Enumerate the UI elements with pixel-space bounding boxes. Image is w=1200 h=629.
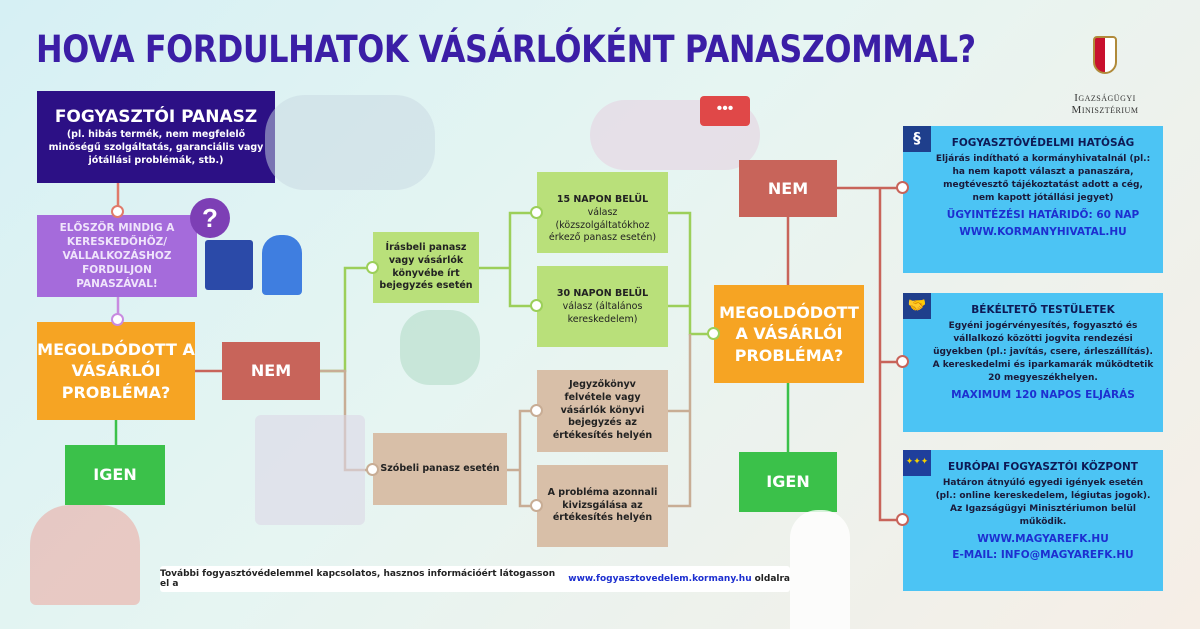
kormanyhivatal-link[interactable]: WWW.KORMANYHIVATAL.HU [959,225,1127,238]
oral-complaint-box: Szóbeli panasz esetén [373,433,507,505]
page-title: HOVA FORDULHATOK VÁSÁRLÓKÉNT PANASZOMMAL… [36,28,976,71]
magyarefk-link[interactable]: WWW.MAGYAREFK.HU [977,533,1109,546]
chat-bubble-icon: ••• [700,96,750,126]
connector-dot [366,463,379,476]
agency-title: FOGYASZTÓVÉDELMI HATÓSÁG [951,137,1135,149]
left-yes-label: IGEN [65,445,165,505]
connector-dot [896,181,909,194]
max-duration-text: MAXIMUM 120 NAPOS ELJÁRÁS [951,389,1135,402]
left-no-label: NEM [222,342,320,400]
shop-counter-illustration [255,415,365,525]
connector-dot [530,206,543,219]
connector-dot [530,499,543,512]
contact-merchant-first-box: ELŐSZÖR MINDIG A KERESKEDŐHÖZ/ VÁLLALKOZ… [37,215,197,297]
agency-title: EURÓPAI FOGYASZTÓI KÖZPONT [948,461,1138,473]
agency-description: Egyéni jogérvényesítés, fogyasztó és vál… [932,321,1154,384]
30-day-response-box: 30 NAPON BELÜL válasz (általános kereske… [537,266,668,347]
consumer-complaint-box: FOGYASZTÓI PANASZ (pl. hibás termék, nem… [37,91,275,183]
agency-card-arbitration: 🤝 BÉKÉLTETŐ TESTÜLETEK Egyéni jogérvénye… [903,293,1163,432]
right-no-label: NEM [739,160,837,217]
connector-dot [530,404,543,417]
right-resolved-question: MEGOLDÓDOTT A VÁSÁRLÓI PROBLÉMA? [714,285,864,383]
agency-title: BÉKÉLTETŐ TESTÜLETEK [971,304,1115,316]
frustrated-person-illustration [400,310,480,385]
connector-dot [896,355,909,368]
happy-person-illustration [30,505,140,605]
thumbs-up-person-illustration [790,510,850,629]
appliances-illustration [265,95,435,190]
record-box: Jegyzőkönyv felvétele vagy vásárlók köny… [537,370,668,452]
footer-text-end: oldalra [754,574,790,584]
person-illustration [262,235,302,295]
handshake-icon: 🤝 [903,293,931,319]
fogyasztovedelem-link[interactable]: www.fogyasztovedelem.kormany.hu [568,574,752,584]
agency-card-consumer-protection: § FOGYASZTÓVÉDELMI HATÓSÁG Eljárás indít… [903,126,1163,273]
connector-dot [896,513,909,526]
days15-bold: 15 NAPON BELÜL [556,194,649,205]
connector-dot [530,299,543,312]
question-mark-icon: ? [190,198,230,238]
15-day-response-box: 15 NAPON BELÜL válasz (közszolgáltatókho… [537,172,668,253]
ministry-logo: Igazságügyi Minisztérium [1040,36,1170,116]
connector-dot [366,261,379,274]
paragraph-icon: § [903,126,931,152]
days30-bold: 30 NAPON BELÜL [556,288,649,299]
days30-rest: válasz (általános kereskedelem) [562,300,643,325]
email-link[interactable]: E-MAIL: INFO@MAGYAREFK.HU [952,548,1134,561]
agency-card-ecc: ✦✦✦ EURÓPAI FOGYASZTÓI KÖZPONT Határon á… [903,450,1163,591]
coat-of-arms-icon [1093,36,1117,74]
connector-dot [111,205,124,218]
footer-info-bar: További fogyasztóvédelemmel kapcsolatos,… [160,566,790,592]
complaint-description: (pl. hibás termék, nem megfelelő minőség… [48,129,264,166]
days15-rest: válasz (közszolgáltatókhoz érkező panasz… [548,206,657,244]
right-yes-label: IGEN [739,452,837,512]
agency-description: Eljárás indítható a kormányhivatalnál (p… [935,154,1151,204]
ministry-name: Igazságügyi Minisztérium [1071,92,1139,116]
connector-dot [707,327,720,340]
complaint-title: FOGYASZTÓI PANASZ [54,107,258,128]
deadline-text: ÜGYINTÉZÉSI HATÁRIDŐ: 60 NAP [946,209,1140,222]
immediate-investigation-box: A probléma azonnali kivizsgálása az érté… [537,465,668,547]
left-resolved-question: MEGOLDÓDOTT A VÁSÁRLÓI PROBLÉMA? [37,322,195,420]
computer-illustration [205,240,253,290]
eu-flag-icon: ✦✦✦ [903,450,931,476]
connector-dot [111,313,124,326]
agency-description: Határon átnyúló egyedi igények esetén (p… [935,478,1151,528]
written-complaint-box: Írásbeli panasz vagy vásárlók könyvébe í… [373,232,479,303]
footer-text: További fogyasztóvédelemmel kapcsolatos,… [160,569,556,589]
